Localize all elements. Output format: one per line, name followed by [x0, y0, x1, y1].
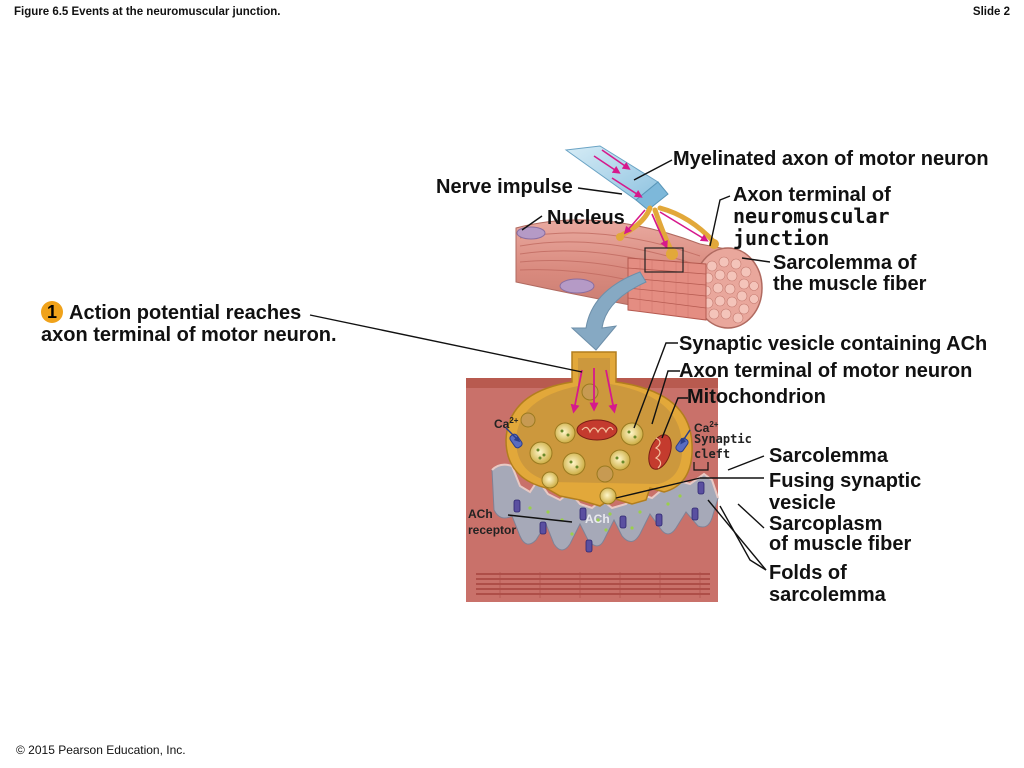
ca-left-label: Ca2+ — [494, 416, 519, 431]
myofibrils — [627, 257, 707, 321]
folds-label-2: sarcolemma — [769, 584, 886, 606]
step-text-line1: Action potential reaches — [69, 302, 302, 324]
synaptic-cleft-label-1: Synaptic — [694, 432, 752, 446]
myelinated-axon-label: Myelinated axon of motor neuron — [673, 148, 989, 170]
cleft-bracket — [693, 462, 709, 471]
fusing-vesicle-label-2: vesicle — [769, 492, 836, 514]
leader-lines — [309, 159, 771, 571]
nucleus-label: Nucleus — [547, 207, 625, 229]
synaptic-vesicles — [520, 383, 644, 505]
sarcolemma-fiber-label-2: the muscle fiber — [773, 273, 927, 295]
ca-right-label: Ca2+ — [694, 420, 719, 435]
fusing-vesicle-label-1: Fusing synaptic — [769, 470, 922, 492]
ach-receptor-label-2: receptor — [468, 523, 517, 537]
mitochondria — [576, 419, 672, 470]
ach-label: ACh — [585, 512, 610, 526]
mitochondrion-label: Mitochondrion — [687, 386, 826, 408]
myelinated-axon — [564, 145, 719, 273]
figure-title: Figure 6.5 Events at the neuromuscular j… — [14, 6, 281, 18]
ach-receptor-label-1: ACh — [468, 507, 493, 521]
sarcolemma-fiber-label-1: Sarcolemma of — [773, 252, 917, 274]
fiber-cross-section — [693, 247, 763, 329]
zoom-box — [644, 247, 684, 273]
ach-molecules — [528, 494, 682, 536]
sarcolemma-label: Sarcolemma — [769, 445, 888, 467]
sarcoplasm-label-1: Sarcoplasm — [769, 513, 883, 535]
step-number-badge: 1 — [41, 301, 63, 323]
step-text-line2: axon terminal of motor neuron. — [41, 324, 337, 346]
ach-receptors — [513, 481, 705, 553]
nerve-impulse-label: Nerve impulse — [436, 176, 573, 198]
axon-terminal-motor-label: Axon terminal of motor neuron — [679, 360, 973, 382]
axon-terminal-nmj-label-2: neuromuscular — [733, 204, 890, 228]
action-potential-arrows — [570, 368, 618, 414]
synaptic-vesicle-label: Synaptic vesicle containing ACh — [679, 333, 988, 355]
folds-label-1: Folds of — [769, 562, 847, 584]
nerve-impulse-arrows — [593, 149, 709, 249]
striations — [476, 573, 710, 595]
axon-terminal-nmj-label-1: Axon terminal of — [733, 184, 891, 206]
axon-terminal-nmj-label-3: junction — [733, 226, 830, 250]
slide-number: Slide 2 — [972, 6, 1010, 18]
copyright-footer: © 2015 Pearson Education, Inc. — [16, 743, 186, 757]
synaptic-cleft-label-2: cleft — [694, 447, 731, 461]
sarcoplasm-label-2: of muscle fiber — [769, 533, 912, 555]
junction-detail — [466, 351, 719, 602]
zoom-arrow — [570, 271, 647, 351]
muscle-fiber-overview — [515, 219, 763, 329]
